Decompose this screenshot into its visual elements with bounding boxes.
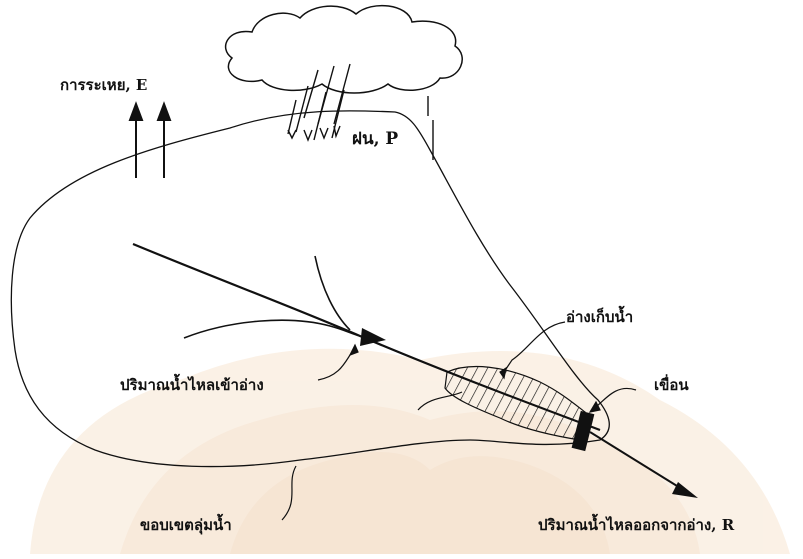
rain-icon <box>287 63 434 160</box>
dam-label: เขื่อน <box>654 374 689 394</box>
evaporation-label: การระเหย, E <box>60 76 147 94</box>
inflow-arrowhead-icon <box>360 328 386 346</box>
rain-label: ฝน, P <box>352 129 398 149</box>
outflow-label: ปริมาณน้ำไหลออกจากอ่าง, R <box>538 513 735 534</box>
watermark-seal <box>30 348 790 554</box>
outflow-arrow <box>589 431 691 495</box>
leader-lines <box>281 321 637 521</box>
evaporation-arrows-icon <box>128 101 172 178</box>
cloud-icon <box>225 4 463 94</box>
dam-block <box>571 410 595 452</box>
inflow-label: ปริมาณน้ำไหลเข้าอ่าง <box>120 373 264 394</box>
watershed-boundary <box>10 110 610 468</box>
watershed-boundary-label: ขอบเขตลุ่มน้ำ <box>140 513 232 535</box>
reservoir-label: อ่างเก็บน้ำ <box>566 305 633 326</box>
